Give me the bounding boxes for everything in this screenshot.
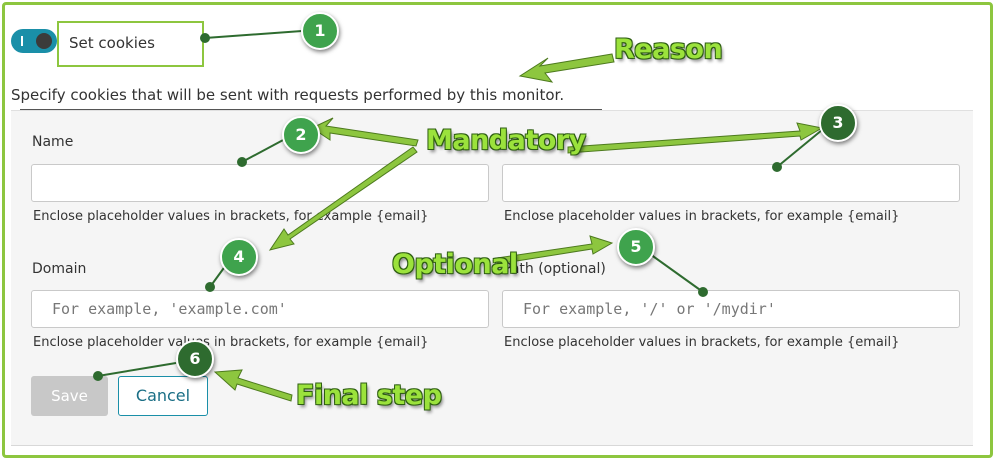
mandatory-arrow-down — [268, 146, 418, 251]
badge-6: 6 — [176, 340, 214, 378]
set-cookies-highlight: Set cookies — [57, 21, 204, 67]
path-label: Path (optional) — [503, 261, 606, 277]
path-placeholder: For example, '/' or '/mydir' — [523, 300, 776, 318]
path-hint: Enclose placeholder values in brackets, … — [504, 335, 900, 350]
cookies-description: Specify cookies that will be sent with r… — [11, 86, 565, 104]
optional-arrow — [496, 235, 614, 265]
final-step-annotation: Final step — [296, 380, 442, 411]
badge-6-leader — [97, 362, 177, 377]
domain-label: Domain — [32, 261, 87, 277]
mandatory-annotation: Mandatory — [426, 125, 586, 156]
cancel-button[interactable]: Cancel — [118, 376, 208, 416]
cookie-name-input[interactable] — [31, 164, 489, 202]
badge-1: 1 — [301, 12, 339, 50]
path-input[interactable]: For example, '/' or '/mydir' — [502, 290, 960, 328]
domain-placeholder: For example, 'example.com' — [52, 300, 287, 318]
optional-annotation: Optional — [392, 249, 518, 280]
toggle-knob — [36, 33, 52, 49]
badge-4: 4 — [220, 238, 258, 276]
badge-3: 3 — [819, 104, 857, 142]
badge-3-leader — [776, 129, 823, 168]
badge-2-leader — [241, 138, 286, 163]
toggle-on-indicator — [21, 36, 23, 46]
save-button[interactable]: Save — [31, 376, 108, 416]
set-cookies-label: Set cookies — [69, 34, 155, 52]
domain-input[interactable]: For example, 'example.com' — [31, 290, 489, 328]
cookie-value-input[interactable] — [502, 164, 960, 202]
set-cookies-toggle[interactable] — [11, 29, 57, 53]
name-hint: Enclose placeholder values in brackets, … — [33, 209, 429, 224]
reason-annotation: Reason — [614, 34, 723, 65]
badge-5-leader — [649, 253, 704, 293]
badge-1-leader — [204, 30, 303, 39]
domain-hint: Enclose placeholder values in brackets, … — [33, 335, 429, 350]
reason-arrow — [518, 53, 615, 83]
mandatory-arrow-left — [310, 117, 419, 147]
mandatory-arrow-right — [567, 122, 824, 154]
badge-2: 2 — [282, 116, 320, 154]
final-step-arrow — [213, 369, 293, 402]
name-label: Name — [32, 134, 74, 150]
value-hint: Enclose placeholder values in brackets, … — [504, 209, 900, 224]
badge-5: 5 — [617, 228, 655, 266]
annotation-frame — [2, 2, 993, 458]
